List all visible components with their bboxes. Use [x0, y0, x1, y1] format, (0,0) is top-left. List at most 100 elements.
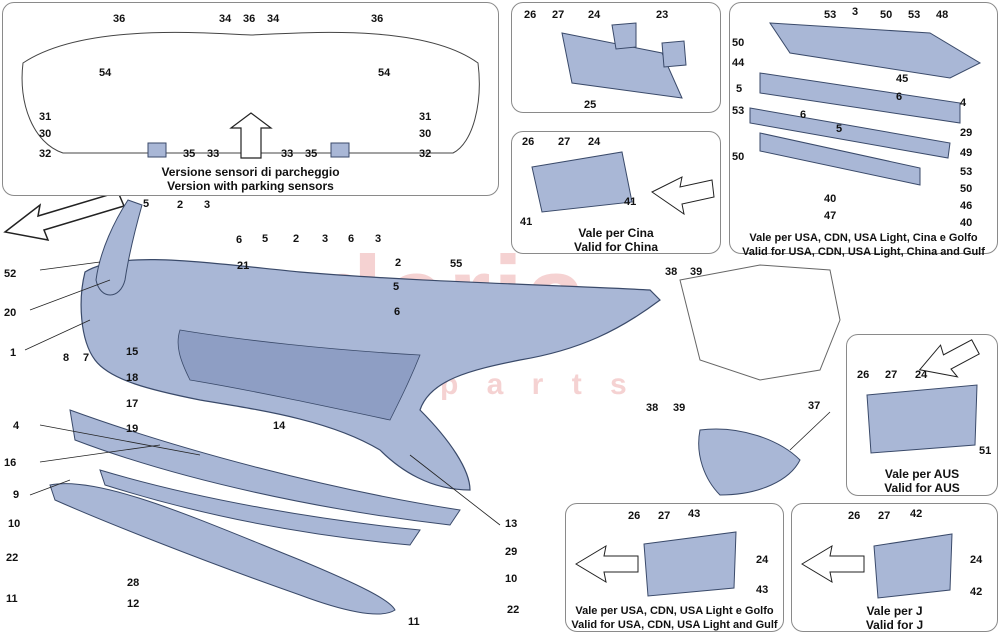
- callout-cn-41a: 41: [624, 196, 637, 208]
- callout-rf-5a: 5: [736, 83, 743, 95]
- callout-jp-26: 26: [848, 510, 861, 522]
- callout-main-52: 52: [4, 268, 17, 280]
- caption-line-1: Vale per USA, CDN, USA Light e Golfo: [575, 605, 774, 617]
- inset-china-caption: Vale per Cina Valid for China: [512, 226, 720, 254]
- inset-usa-gulf: 26 27 43 24 43 Vale per USA, CDN, USA Li…: [565, 503, 784, 632]
- callout-ps-30a: 30: [39, 128, 52, 140]
- caption-line-1: Vale per J: [866, 604, 923, 618]
- caption-line-1: Vale per Cina: [578, 226, 654, 240]
- caption-line-2: Valid for AUS: [884, 481, 960, 495]
- callout-cn-27: 27: [558, 136, 571, 148]
- callout-main-11b: 11: [408, 616, 420, 628]
- callout-main-19: 19: [126, 423, 139, 435]
- callout-rf-40b: 40: [960, 217, 973, 229]
- inset-japan-caption: Vale per J Valid for J: [792, 604, 997, 632]
- callout-main-10a: 10: [8, 518, 21, 530]
- callout-ps-35a: 35: [183, 148, 196, 160]
- front-grille-lower: [99, 469, 421, 546]
- callout-rf-53d: 53: [960, 166, 973, 178]
- callout-main-3a: 3: [204, 199, 211, 211]
- callout-ps-34b: 34: [267, 13, 280, 25]
- side-bracket: [95, 199, 143, 296]
- callout-main-17: 17: [126, 398, 139, 410]
- callout-aus-24: 24: [915, 369, 928, 381]
- callout-main-6a: 6: [236, 234, 243, 246]
- plate-holder-drawing: [561, 22, 687, 99]
- callout-rf-53a: 53: [824, 9, 837, 21]
- callout-main-12: 12: [127, 598, 140, 610]
- callout-rf-46: 46: [960, 200, 973, 212]
- callout-ph-27: 27: [552, 9, 565, 21]
- bracket-assembly: [679, 264, 841, 381]
- callout-rf-53b: 53: [908, 9, 921, 21]
- callout-ps-36b: 36: [243, 13, 256, 25]
- callout-ps-31b: 31: [419, 111, 432, 123]
- callout-main-14: 14: [273, 420, 286, 432]
- callout-rf-50b: 50: [732, 37, 745, 49]
- callout-ps-36c: 36: [371, 13, 384, 25]
- fog-light-housing: [698, 428, 801, 496]
- callout-cn-41b: 41: [520, 216, 533, 228]
- callout-main-15: 15: [126, 346, 139, 358]
- callout-ph-26: 26: [524, 9, 537, 21]
- callout-main-38a: 38: [665, 266, 678, 278]
- callout-ps-33b: 33: [281, 148, 294, 160]
- callout-aus-27: 27: [885, 369, 898, 381]
- callout-rf-44: 44: [732, 57, 745, 69]
- callout-ps-34a: 34: [219, 13, 232, 25]
- callout-main-1: 1: [10, 347, 17, 359]
- direction-arrow-main: [3, 191, 126, 241]
- callout-jp-42a: 42: [910, 508, 923, 520]
- callout-us-27: 27: [658, 510, 671, 522]
- callout-us-24: 24: [756, 554, 769, 566]
- inset-aus-caption: Vale per AUS Valid for AUS: [847, 467, 997, 495]
- callout-main-8: 8: [63, 352, 70, 364]
- aus-drawing: [866, 339, 980, 454]
- callout-jp-24: 24: [970, 554, 983, 566]
- caption-line-1: Vale per AUS: [884, 467, 960, 481]
- callout-main-18: 18: [126, 372, 139, 384]
- callout-main-2c: 2: [395, 257, 402, 269]
- callout-main-13: 13: [505, 518, 518, 530]
- caption-line-2: Version with parking sensors: [167, 179, 334, 193]
- callout-main-55: 55: [450, 258, 463, 270]
- callout-main-7: 7: [83, 352, 90, 364]
- front-grille: [69, 409, 461, 526]
- callout-ps-32b: 32: [419, 148, 432, 160]
- callout-rf-50a: 50: [880, 9, 893, 21]
- caption-line-2: Valid for USA, CDN, USA Light and Gulf: [571, 619, 778, 631]
- callout-rf-3: 3: [852, 6, 859, 18]
- callout-aus-26: 26: [857, 369, 870, 381]
- usa-gulf-drawing: [575, 531, 737, 597]
- callout-ps-31a: 31: [39, 111, 52, 123]
- callout-us-26: 26: [628, 510, 641, 522]
- caption-line-2: Valid for J: [865, 618, 924, 632]
- callout-main-3b: 3: [322, 233, 329, 245]
- callout-us-43a: 43: [688, 508, 701, 520]
- callout-main-28: 28: [127, 577, 140, 589]
- callout-rf-45: 45: [896, 73, 909, 85]
- grille-opening: [177, 329, 421, 421]
- callout-rf-48: 48: [936, 9, 949, 21]
- inset-japan: 26 27 42 24 42 Vale per J Valid for J: [791, 503, 998, 632]
- callout-main-6b: 6: [348, 233, 355, 245]
- inset-aus: 26 27 24 51 Vale per AUS Valid for AUS: [846, 334, 998, 496]
- inset-plate-holder: 26 27 24 23 25: [511, 2, 721, 113]
- callout-main-39b: 39: [673, 402, 686, 414]
- inset-parking-sensors: 36 34 36 34 36 54 54 31 31 30 30 32 32 3…: [2, 2, 499, 196]
- callout-rf-50d: 50: [960, 183, 973, 195]
- callout-ps-35b: 35: [305, 148, 318, 160]
- callout-rf-53c: 53: [732, 105, 745, 117]
- callout-main-37: 37: [808, 400, 821, 412]
- callout-jp-27: 27: [878, 510, 891, 522]
- callout-ps-33a: 33: [207, 148, 220, 160]
- callout-ph-23: 23: [656, 9, 669, 21]
- callout-rf-40a: 40: [824, 193, 837, 205]
- callout-main-2b: 2: [293, 233, 300, 245]
- callout-ps-54b: 54: [378, 67, 391, 79]
- callout-main-6c: 6: [394, 306, 401, 318]
- callout-ps-36a: 36: [113, 13, 126, 25]
- callout-main-9: 9: [13, 489, 20, 501]
- caption-line-1: Vale per USA, CDN, USA Light, Cina e Gol…: [749, 232, 978, 244]
